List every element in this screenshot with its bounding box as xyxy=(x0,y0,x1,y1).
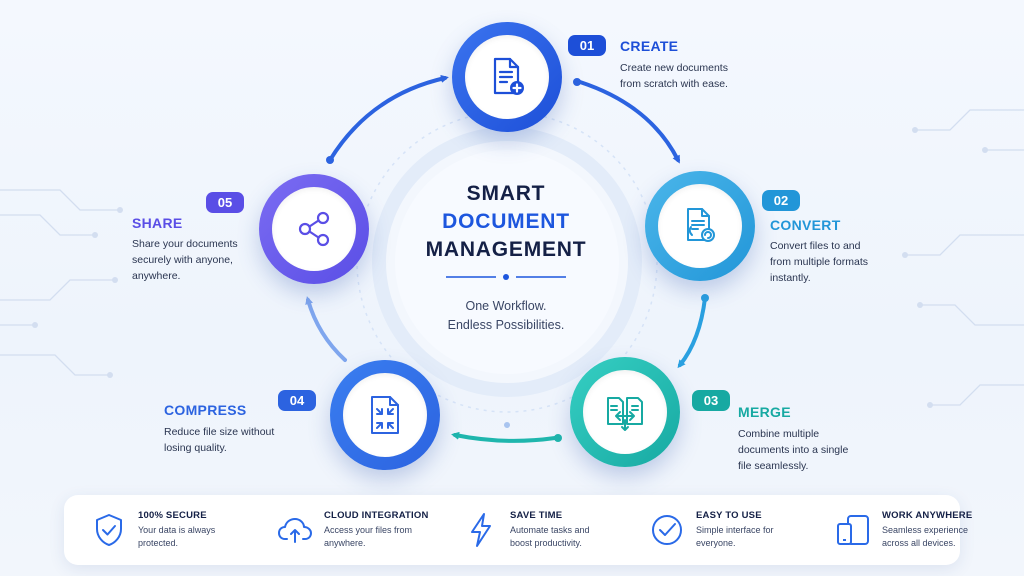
feature-title: CLOUD INTEGRATION xyxy=(324,510,429,521)
lightning-icon xyxy=(471,513,491,547)
circuit-dots-left xyxy=(32,207,123,378)
document-convert-icon xyxy=(687,208,715,242)
check-circle-icon xyxy=(652,515,682,545)
center-title-block: SMART DOCUMENT MANAGEMENT One Workflow. … xyxy=(386,180,626,335)
cloud-upload-icon xyxy=(278,518,312,543)
arrow-convert-to-merge xyxy=(677,296,707,369)
step-title: SHARE xyxy=(132,215,183,231)
arrow-create-to-convert xyxy=(578,80,680,164)
center-tagline: One Workflow. Endless Possibilities. xyxy=(447,299,565,332)
share-icon xyxy=(298,211,330,247)
step-merge-hub xyxy=(570,357,680,467)
step-number-badge: 03 xyxy=(692,390,730,411)
step-number-badge: 05 xyxy=(206,192,244,213)
circuit-lines-left xyxy=(0,189,120,376)
devices-icon xyxy=(837,515,869,545)
arrow-dot xyxy=(554,434,562,442)
feature-title: 100% SECURE xyxy=(138,510,207,521)
arrow-dot xyxy=(701,294,709,302)
center-title-line: SMART xyxy=(466,182,546,205)
feature-title: WORK ANYWHERE xyxy=(882,510,973,521)
arrow-compress-to-share xyxy=(305,296,347,362)
arrow-dot xyxy=(573,78,581,86)
circuit-dots-right xyxy=(902,127,988,408)
circuit-lines-right xyxy=(905,109,1024,406)
document-compress-icon xyxy=(371,396,399,434)
document-plus-icon xyxy=(493,57,524,95)
step-title: CREATE xyxy=(620,38,679,54)
feature-item: CLOUD INTEGRATION Access your files from… xyxy=(250,495,436,565)
shield-check-icon xyxy=(96,514,122,546)
arrow-dot xyxy=(504,422,510,428)
step-number-badge: 01 xyxy=(568,35,606,56)
document-merge-icon xyxy=(607,397,643,431)
step-compress-hub xyxy=(330,360,440,470)
step-title: MERGE xyxy=(738,404,791,420)
feature-title: EASY TO USE xyxy=(696,510,762,521)
step-number-badge: 02 xyxy=(762,190,800,211)
step-title: CONVERT xyxy=(770,217,841,233)
step-share-hub xyxy=(259,174,369,284)
step-title: COMPRESS xyxy=(164,402,247,418)
center-title-line: DOCUMENT xyxy=(442,210,570,233)
arrow-merge-to-compress xyxy=(451,431,557,443)
step-number-badge: 04 xyxy=(278,390,316,411)
center-disc xyxy=(395,150,619,374)
center-title-line: MANAGEMENT xyxy=(425,238,587,261)
arrow-share-to-create xyxy=(328,74,449,162)
center-divider xyxy=(446,274,566,280)
step-convert-hub xyxy=(645,171,755,281)
step-create-hub xyxy=(452,22,562,132)
feature-title: SAVE TIME xyxy=(510,510,563,521)
arrow-dot xyxy=(326,156,334,164)
